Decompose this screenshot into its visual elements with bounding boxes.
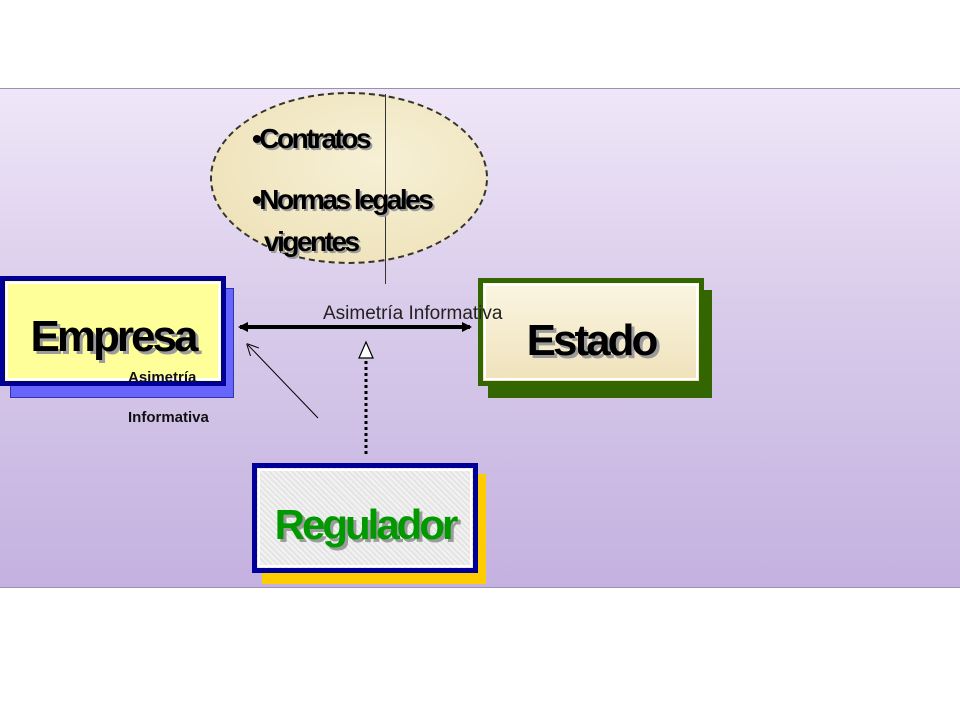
bullet-vigentes: vigentes xyxy=(264,226,360,257)
empresa-label: Empresa xyxy=(30,312,199,361)
legal-framework-oval xyxy=(210,92,488,264)
estado-box: Estado xyxy=(478,278,704,386)
diagonal-arrow-to-empresa xyxy=(248,345,319,419)
regulador-label: Regulador xyxy=(274,501,459,548)
bullet-contratos: •Contratos xyxy=(252,123,372,154)
empresa-box: Empresa xyxy=(0,276,226,386)
bullet-normas-legales: •Normas legales xyxy=(252,184,434,215)
dotted-arrow-head xyxy=(358,340,374,359)
regulador-box: Regulador xyxy=(252,463,478,573)
asimetria-label-left-line2: Informativa xyxy=(128,409,209,426)
asimetria-label-top: Asimetría Informativa xyxy=(323,303,503,324)
oval-divider-line xyxy=(385,94,386,284)
estado-label: Estado xyxy=(526,316,659,365)
asimetria-label-left-line1: Asimetría xyxy=(128,369,197,386)
